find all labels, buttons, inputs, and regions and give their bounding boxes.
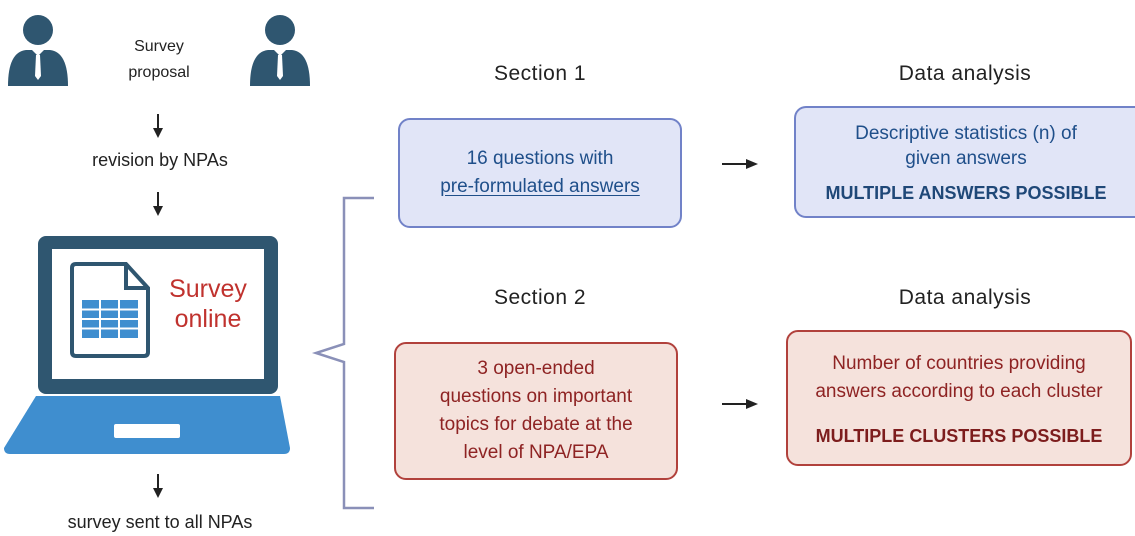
section-2-line-2: questions on important xyxy=(439,386,633,407)
section-1-line-2: pre-formulated answers xyxy=(440,176,640,197)
proposal-line-1: Survey xyxy=(134,38,184,55)
survey-sent-label: survey sent to all NPAs xyxy=(67,512,253,532)
bracket-icon xyxy=(311,196,374,510)
person-icon xyxy=(8,15,68,86)
arrow-down-icon xyxy=(153,114,163,138)
section-1-box: 16 questions with pre-formulated answers xyxy=(398,118,682,228)
analysis-1-heading: Data analysis xyxy=(898,62,1032,85)
analysis-2-line-2: answers according to each cluster xyxy=(815,380,1103,402)
arrow-right-icon xyxy=(722,159,758,169)
analysis-2-line-1: Number of countries providing xyxy=(832,352,1086,374)
section-2-line-3: topics for debate at the xyxy=(439,414,633,435)
section-2-box: 3 open-ended questions on important topi… xyxy=(394,342,678,480)
analysis-1-line-2: given answers xyxy=(905,147,1027,169)
analysis-1-caps: MULTIPLE ANSWERS POSSIBLE xyxy=(825,182,1107,203)
section-2-line-4: level of NPA/EPA xyxy=(463,442,609,463)
analysis-1-line-1: Descriptive statistics (n) of xyxy=(855,122,1077,144)
section-2-line-1: 3 open-ended xyxy=(477,358,595,379)
arrow-down-icon xyxy=(153,474,163,498)
section-2-heading: Section 2 xyxy=(493,286,587,309)
proposal-line-2: proposal xyxy=(128,64,190,81)
arrow-right-icon xyxy=(722,399,758,409)
arrow-down-icon xyxy=(153,192,163,216)
revision-label: revision by NPAs xyxy=(92,150,228,170)
survey-online-line-1: Survey xyxy=(169,275,247,303)
analysis-2-caps: MULTIPLE CLUSTERS POSSIBLE xyxy=(815,425,1103,446)
survey-online-label: Survey online xyxy=(160,274,256,334)
person-icon xyxy=(250,15,310,86)
survey-proposal-label: Survey proposal xyxy=(109,34,209,86)
document-icon xyxy=(70,262,150,358)
section-1-heading: Section 1 xyxy=(493,62,587,85)
analysis-1-box: Descriptive statistics (n) of given answ… xyxy=(794,106,1135,218)
analysis-2-heading: Data analysis xyxy=(898,286,1032,309)
section-1-line-1: 16 questions with xyxy=(466,148,614,169)
analysis-2-box: Number of countries providing answers ac… xyxy=(786,330,1132,466)
survey-online-line-2: online xyxy=(174,305,242,333)
